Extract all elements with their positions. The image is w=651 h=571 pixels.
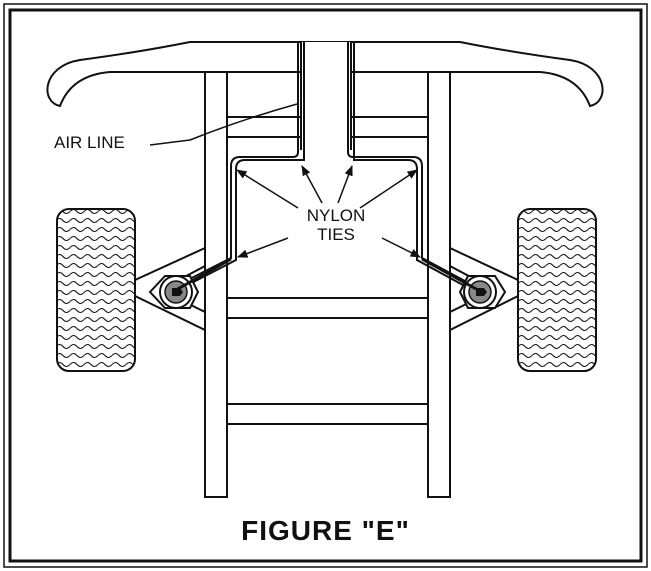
handle-bar xyxy=(46,41,604,108)
nylon-ties-label-line2: TIES xyxy=(317,225,355,244)
right-wheel xyxy=(517,208,597,372)
air-inlet-stem xyxy=(300,42,352,162)
cross-bar-lower xyxy=(226,403,429,425)
air-line-hose xyxy=(171,42,299,289)
inner-border xyxy=(8,8,643,563)
air-line-label: AIR LINE xyxy=(54,133,125,152)
air-line-pointer xyxy=(149,103,298,146)
nylon-ties-label-line1: NYLON xyxy=(306,206,366,225)
nylon-ties-arrows xyxy=(236,165,421,258)
left-wheel xyxy=(56,208,136,372)
outer-border xyxy=(3,3,648,568)
right-frame-rail xyxy=(427,71,451,498)
left-frame-rail xyxy=(204,71,228,498)
cross-bar-middle xyxy=(226,297,429,319)
nylon-ties-label: NYLON TIES xyxy=(296,206,376,244)
figure-caption: FIGURE "E" xyxy=(241,515,410,546)
